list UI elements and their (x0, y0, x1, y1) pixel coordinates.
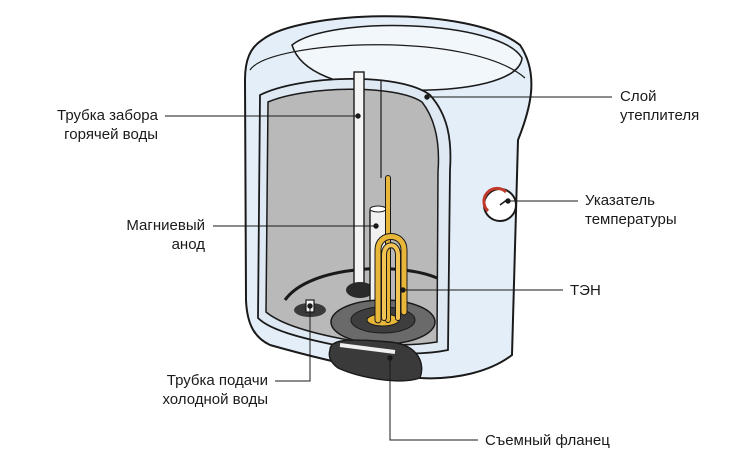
label-thermometer-line2: температуры (585, 211, 677, 228)
label-magnesium-anode-line2: анод (171, 236, 205, 253)
label-insulation-layer: Слой утеплителя (620, 87, 699, 125)
bottom-cover (328, 339, 423, 382)
bottom-fitting (339, 343, 396, 354)
label-hot-water-pipe-line1: Трубка забора (57, 107, 158, 124)
label-magnesium-anode-line1: Магниевый (126, 217, 205, 234)
label-hot-water-pipe-line2: горячей воды (64, 126, 158, 143)
hot-pipe-base (346, 282, 374, 298)
label-insulation-layer-line2: утеплителя (620, 107, 700, 124)
leader-lines (165, 94, 612, 441)
leader-cold-pipe (275, 306, 311, 382)
label-insulation-layer-line1: Слой (620, 88, 657, 105)
heating-element (374, 175, 408, 324)
label-heating-element-text: ТЭН (570, 282, 601, 299)
label-cold-water-pipe-line2: холодной воды (162, 391, 268, 408)
shell-rim (249, 44, 526, 79)
label-thermometer: Указатель температуры (585, 191, 677, 229)
leader-flange (389, 358, 478, 441)
label-heating-element: ТЭН (570, 281, 601, 300)
thermometer-scale (482, 186, 508, 213)
hot-water-pipe (353, 71, 365, 291)
label-thermometer-line1: Указатель (585, 192, 655, 209)
label-hot-water-pipe: Трубка забора горячей воды (57, 106, 158, 144)
label-removable-flange-text: Съемный фланец (485, 432, 610, 449)
label-removable-flange: Съемный фланец (485, 431, 610, 450)
label-cold-water-pipe-line1: Трубка подачи (166, 372, 268, 389)
label-cold-water-pipe: Трубка подачи холодной воды (162, 371, 268, 409)
anode-top (369, 205, 387, 213)
label-magnesium-anode: Магниевый анод (126, 216, 205, 254)
